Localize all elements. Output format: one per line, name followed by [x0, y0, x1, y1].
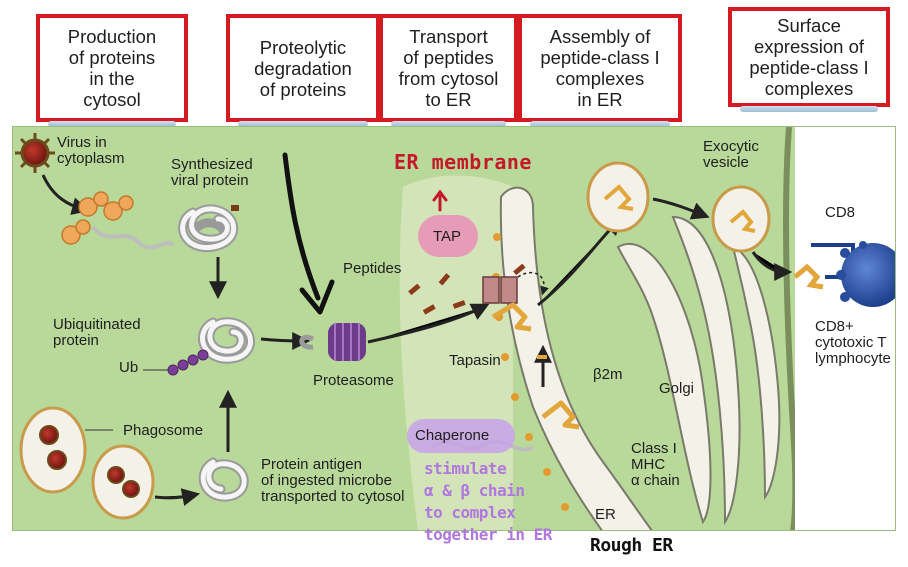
- handwritten-arrow: [282, 152, 321, 301]
- stage-production: Production of proteins in the cytosol: [36, 14, 188, 127]
- phagosome: [19, 406, 87, 494]
- ribosomes: [492, 233, 569, 511]
- label-proteasome: Proteasome: [313, 372, 394, 389]
- ubiquitin-chain: [167, 349, 209, 376]
- peptide-loading-arrow: [517, 271, 549, 296]
- label-er: ER: [595, 506, 616, 523]
- stage-transport: Transport of peptides from cytosol to ER: [379, 14, 518, 127]
- label-antigen: Protein antigen of ingested microbe tran…: [261, 456, 405, 505]
- label-tapasin: Tapasin: [449, 352, 501, 369]
- tap-transporter: [482, 276, 518, 304]
- stage-surface: Surface expression of peptide-class I co…: [728, 7, 890, 112]
- label-cd8-t-lymphocyte: CD8+ cytotoxic T lymphocyte: [815, 318, 891, 367]
- label-exocytic-vesicle: Exocytic vesicle: [703, 138, 759, 171]
- arrow-phago: [154, 488, 201, 506]
- label-ubiquitinated: Ubiquitinated protein: [53, 316, 141, 349]
- virus: [15, 133, 55, 173]
- arrow-proteasome-tap: [367, 303, 490, 344]
- beta2m-chain: [537, 355, 547, 359]
- golgi-stack-2: [671, 215, 741, 526]
- tap-highlight: [418, 215, 478, 257]
- label-chaperone: Chaperone: [415, 427, 490, 444]
- label-ub: Ub: [119, 359, 139, 376]
- pathway-panel: Virus in cytoplasm Synthesized viral pro…: [12, 126, 896, 531]
- nascent-chain: [91, 225, 175, 250]
- annotation-rough-er: Rough ER: [590, 535, 673, 556]
- translating-ribosomes: [61, 191, 134, 245]
- label-phagosome: Phagosome: [123, 422, 204, 439]
- label-virus: Virus in cytoplasm: [57, 134, 125, 167]
- stage-proteolytic: Proteolytic degradation of proteins: [226, 14, 380, 127]
- label-golgi: Golgi: [659, 380, 695, 397]
- golgi-stack-3: [731, 245, 781, 500]
- label-synthesized: Synthesized viral protein: [171, 156, 253, 189]
- arrow-vesicle-exocytic: [652, 197, 710, 220]
- label-peptides: Peptides: [343, 260, 402, 277]
- stage-assembly: Assembly of peptide-class I complexes in…: [518, 14, 682, 127]
- peptides: [408, 263, 526, 315]
- label-tap: TAP: [433, 228, 462, 245]
- exocytic-vesicle: [711, 185, 771, 253]
- annotation-stimulate: stimulate α & β chain to complex togethe…: [424, 459, 552, 544]
- pathway-illustration: [15, 127, 895, 530]
- er-membrane-arrow: [432, 189, 448, 212]
- extracellular-space: [795, 127, 895, 530]
- cd8-t-lymphocyte: [836, 241, 895, 307]
- label-cd8: CD8: [825, 204, 856, 221]
- chaperone-highlight: [407, 419, 515, 453]
- label-class-i-mhc: Class I MHC α chain: [631, 440, 680, 489]
- transport-vesicle: [586, 161, 650, 233]
- proteasome: [299, 323, 366, 361]
- rough-er-shape: [499, 186, 653, 530]
- surface-mhc: [793, 263, 824, 290]
- arrow-exocytic-surface: [751, 251, 793, 281]
- label-b2m: β2m: [593, 366, 623, 383]
- annotation-er-membrane: ER membrane: [394, 150, 532, 174]
- golgi-stack-1: [616, 243, 712, 525]
- mhc-class-i-complex: [491, 302, 580, 430]
- phagosome-2: [91, 444, 155, 520]
